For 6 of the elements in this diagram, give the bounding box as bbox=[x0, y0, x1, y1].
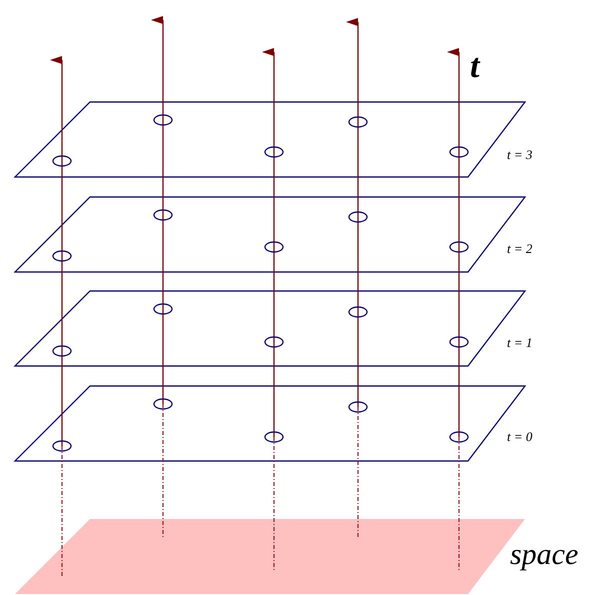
time-step-label: t = 2 bbox=[507, 242, 532, 255]
time-step-label: t = 3 bbox=[507, 148, 532, 161]
space-label: space bbox=[510, 540, 578, 570]
time-step-label: t = 0 bbox=[507, 430, 532, 443]
time-axis-label: t bbox=[470, 50, 480, 84]
time-step-label: t = 1 bbox=[507, 336, 532, 349]
